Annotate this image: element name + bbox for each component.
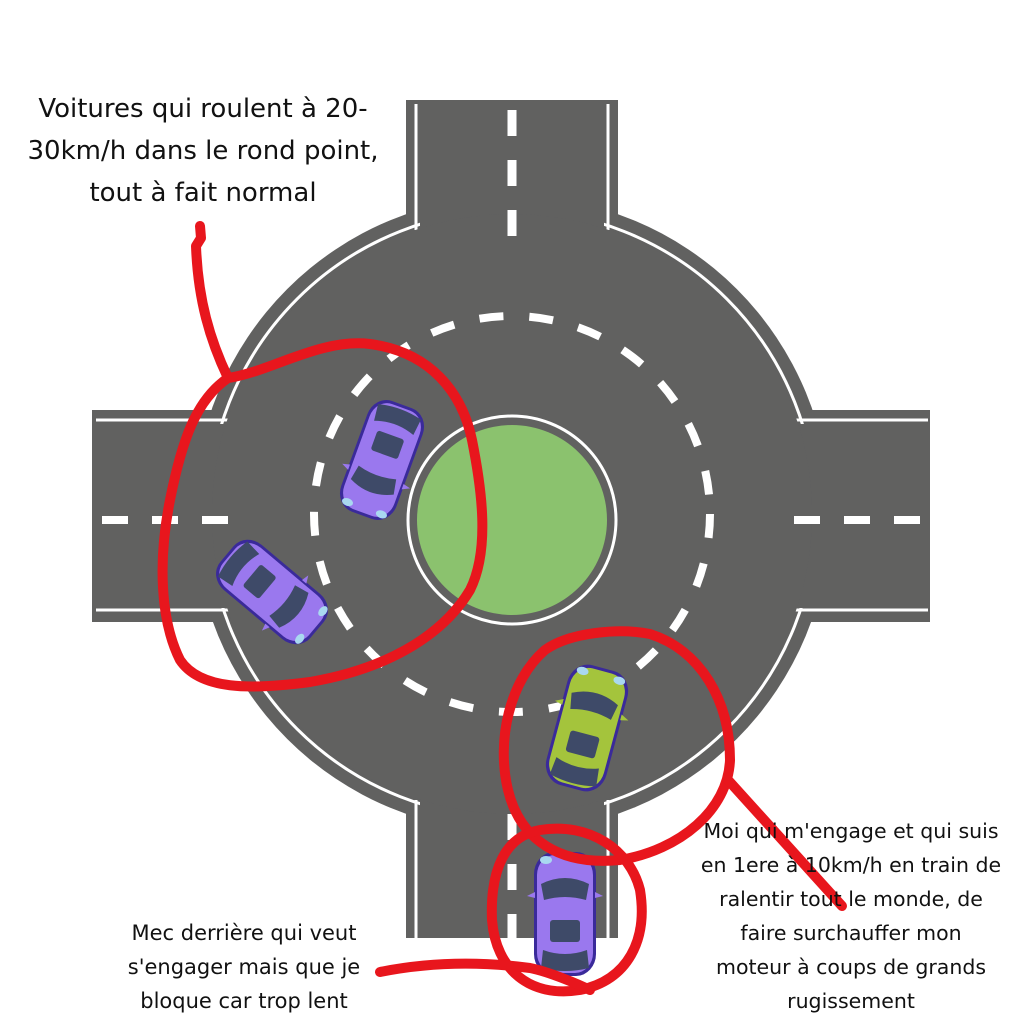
annotation-scribbles [157,221,847,997]
annotation-pointer-right [723,775,847,911]
annotation-circle-my-car [498,626,735,866]
caption-my-car: Moi qui m'engage et qui suis en 1ere à 1… [700,819,1002,1013]
caption-car-behind: Mec derrière qui veut s'engager mais que… [127,921,361,1013]
annotation-circle-roundabout-cars [157,338,488,692]
annotation-pointer-bottom [375,958,595,995]
annotation-pointer-top [191,221,233,383]
car-behind [527,852,603,976]
caption-roundabout-cars: Voitures qui roulent à 20- 30km/h dans l… [27,94,379,208]
central-island [417,425,607,615]
